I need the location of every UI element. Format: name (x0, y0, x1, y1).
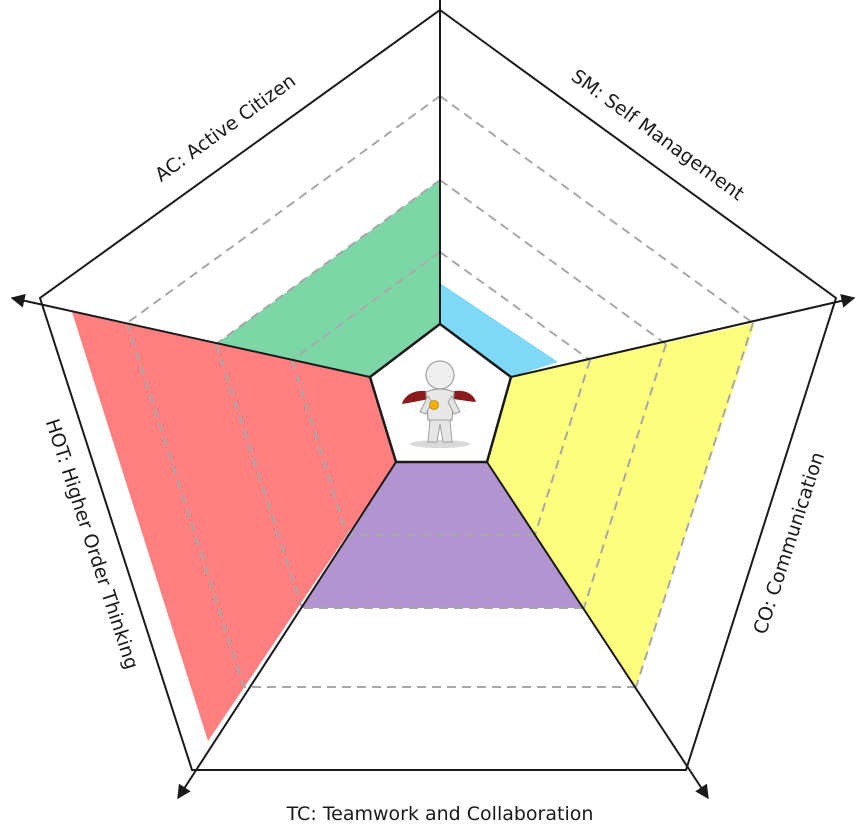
spoke-co-tc (486, 461, 709, 800)
sector-fill-sm (440, 283, 558, 377)
sector-fill-ac (216, 180, 440, 377)
sector-fill-hot (72, 312, 396, 741)
sector-fills (72, 180, 755, 741)
outer-pentagon (38, 8, 838, 771)
spoke-tc-hot (177, 461, 397, 800)
label-co: CO: Communication (749, 449, 829, 637)
spoke-hot-ac (10, 293, 371, 378)
label-tc: TC: Teamwork and Collaboration (286, 803, 594, 825)
spokes (10, 0, 856, 800)
spoke-sm-co (510, 294, 856, 378)
superhero-figure-icon (402, 360, 476, 448)
sector-fill-co (487, 323, 755, 687)
grid-lines (126, 95, 754, 688)
label-sm: SM: Self Management (567, 65, 748, 205)
